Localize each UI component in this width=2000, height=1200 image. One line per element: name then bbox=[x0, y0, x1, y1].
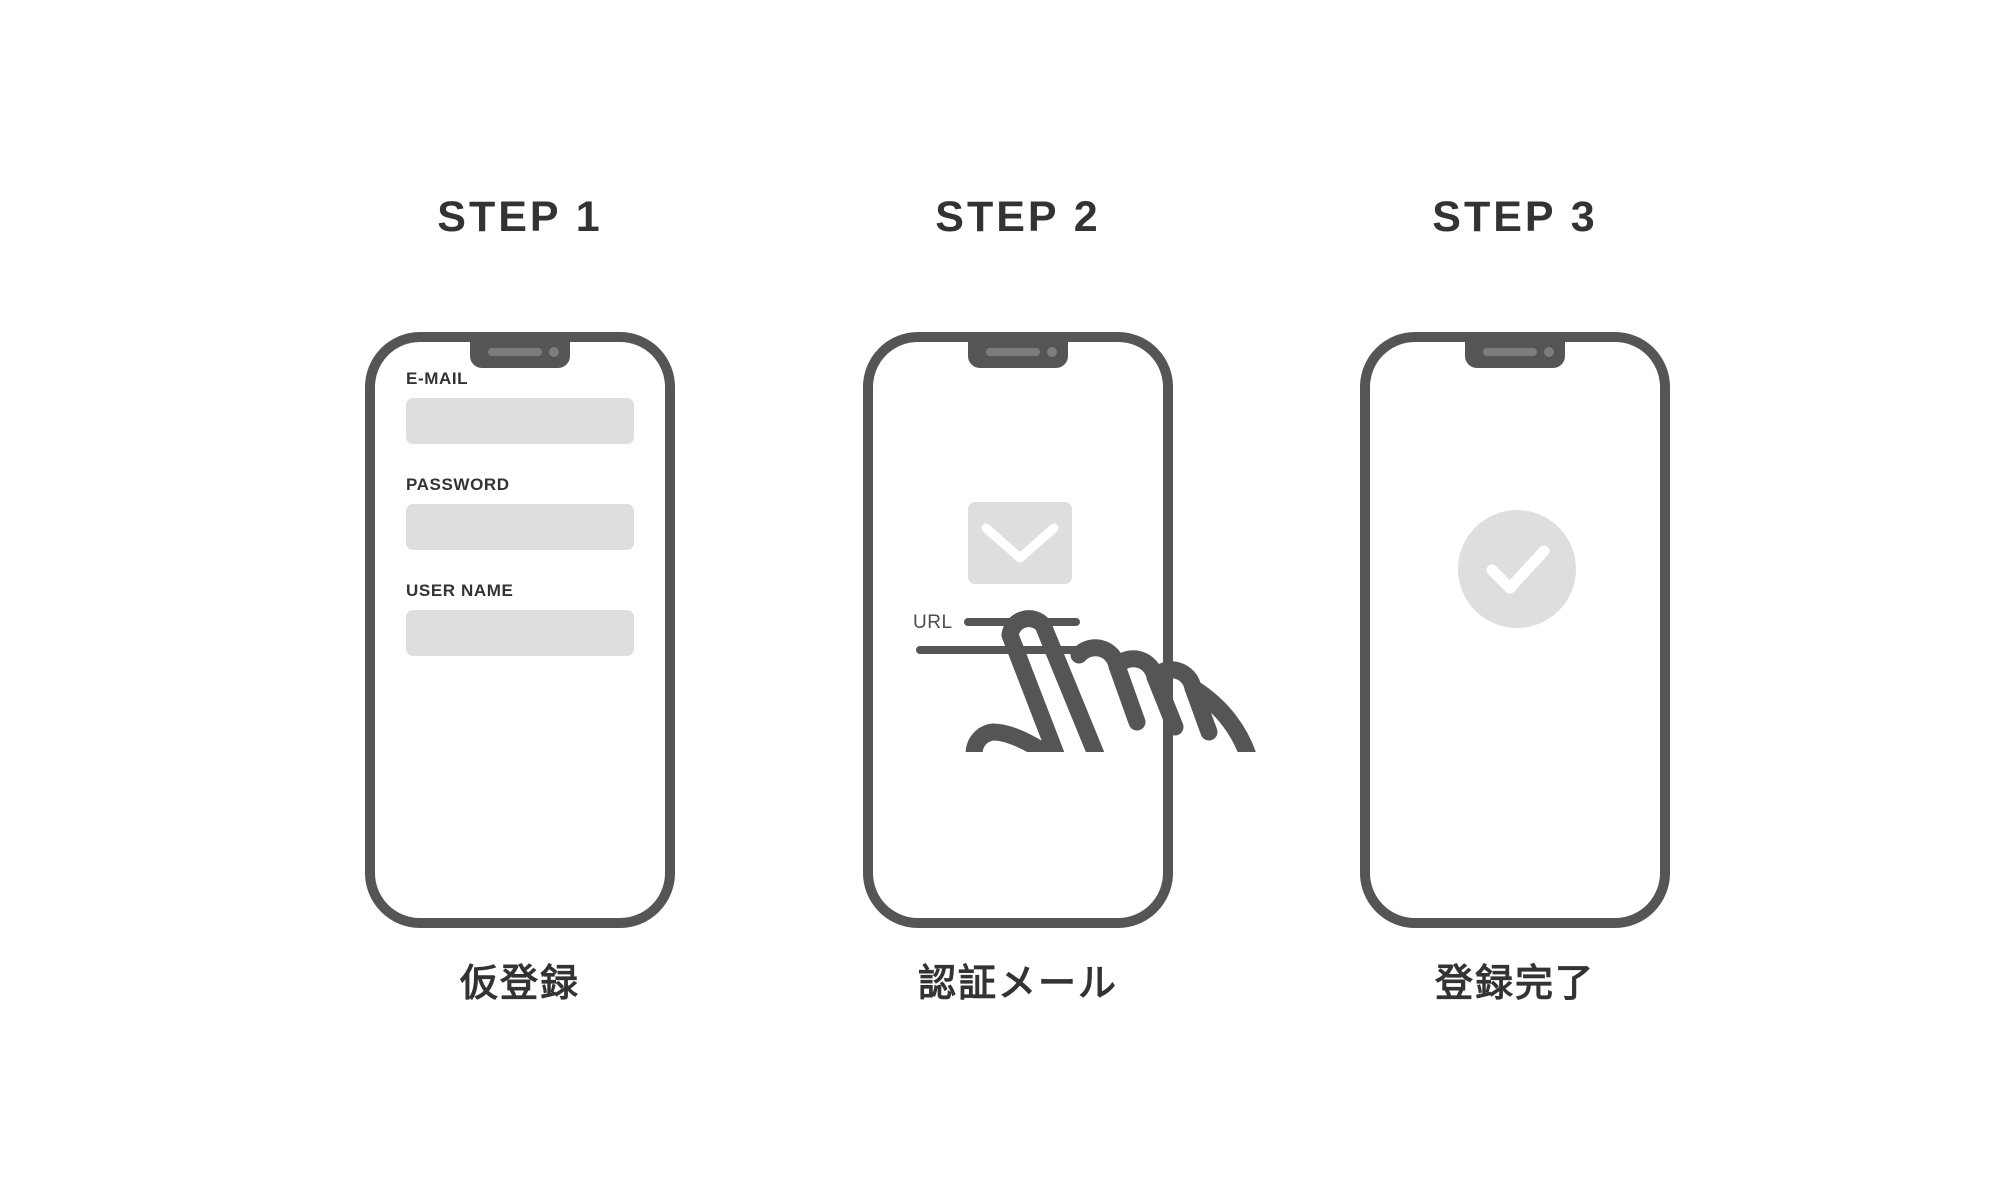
url-label: URL bbox=[913, 612, 953, 633]
email-label: E-MAIL bbox=[406, 369, 469, 388]
phone-screen-2: URL bbox=[873, 342, 1163, 918]
phone-screen-3 bbox=[1370, 342, 1660, 918]
step-2-heading: STEP 2 bbox=[935, 193, 1101, 241]
step-1-caption: 仮登録 bbox=[459, 963, 580, 1005]
step-column-2: STEP 2 URL bbox=[768, 0, 1268, 1200]
envelope-icon bbox=[968, 502, 1072, 584]
username-field[interactable] bbox=[406, 610, 634, 656]
step-3-heading: STEP 3 bbox=[1432, 193, 1598, 241]
link-bar-bottom[interactable] bbox=[916, 646, 1080, 654]
check-circle-icon bbox=[1458, 510, 1576, 628]
step-1-heading: STEP 1 bbox=[437, 193, 603, 241]
phone-frame-icon bbox=[1360, 332, 1670, 928]
password-field[interactable] bbox=[406, 504, 634, 550]
link-bar-top[interactable] bbox=[964, 618, 1080, 626]
step-3-caption: 登録完了 bbox=[1434, 963, 1595, 1005]
phone-screen-1: E-MAIL PASSWORD USER NAME bbox=[375, 342, 665, 918]
step-column-1: STEP 1 E-MAIL PASSWORD bbox=[270, 0, 770, 1200]
field-group-username: USER NAME bbox=[406, 582, 634, 656]
signup-form: E-MAIL PASSWORD USER NAME bbox=[406, 370, 634, 656]
field-group-password: PASSWORD bbox=[406, 476, 634, 550]
email-field[interactable] bbox=[406, 398, 634, 444]
phone-mockup-3 bbox=[1360, 332, 1670, 928]
password-label: PASSWORD bbox=[406, 475, 510, 494]
phone-mockup-1: E-MAIL PASSWORD USER NAME bbox=[365, 332, 675, 928]
username-label: USER NAME bbox=[406, 581, 514, 600]
step-column-3: STEP 3 登録完了 bbox=[1265, 0, 1765, 1200]
field-group-email: E-MAIL bbox=[406, 370, 634, 444]
step-2-caption: 認証メール bbox=[917, 963, 1118, 1005]
phone-mockup-2: URL bbox=[863, 332, 1173, 928]
verification-link-row[interactable]: URL bbox=[913, 613, 1123, 663]
